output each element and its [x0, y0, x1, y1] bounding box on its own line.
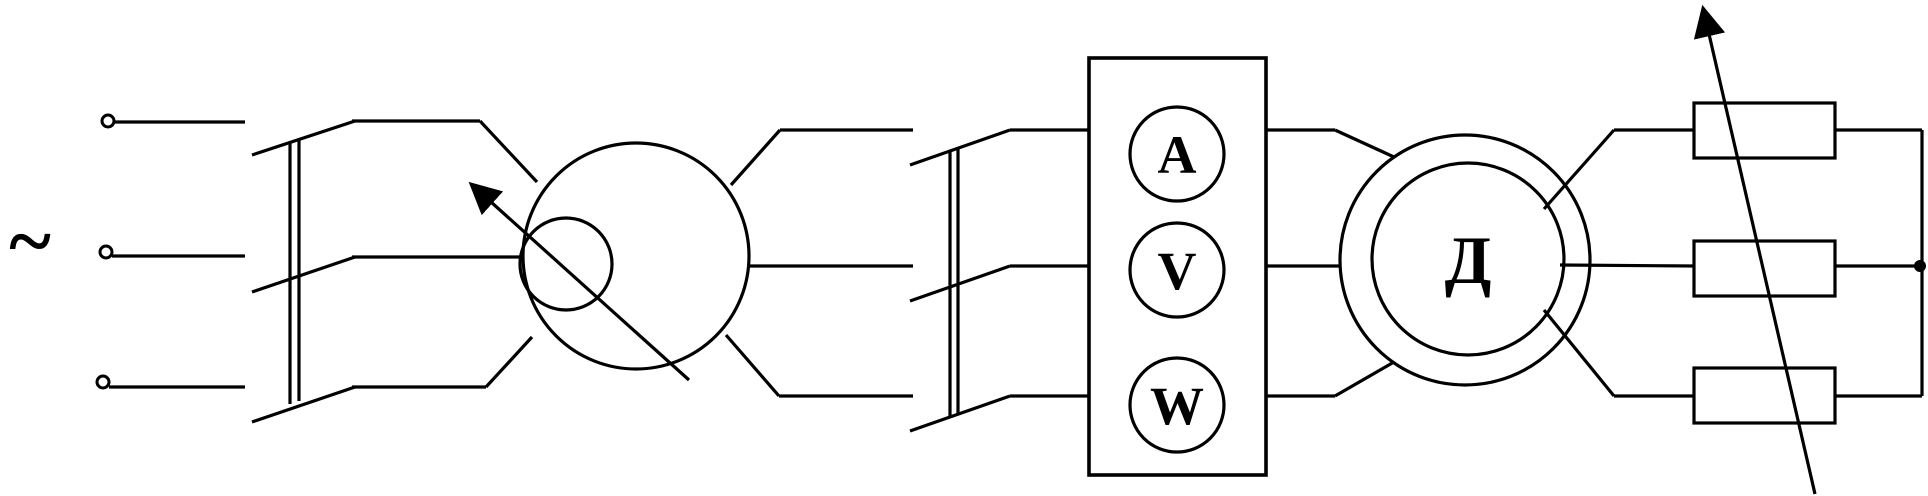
ammeter-label: A	[1158, 125, 1197, 185]
ac-supply-symbol: ~	[9, 198, 51, 286]
star-point	[1914, 260, 1926, 272]
resistor-2	[1692, 239, 1837, 298]
resistor-1	[1692, 101, 1837, 160]
ammeter: A	[1128, 105, 1226, 203]
input-terminal-1	[100, 113, 245, 129]
input-terminal-2	[98, 244, 245, 260]
motor-switch	[909, 128, 1089, 433]
motor-rotor	[1370, 161, 1566, 357]
motor: Д	[1334, 128, 1696, 398]
adjustment-arrow	[468, 181, 691, 382]
wattmeter-label: W	[1150, 376, 1204, 436]
input-terminal-3	[95, 374, 245, 390]
resistor-3	[1692, 366, 1837, 425]
meter-panel: A V W	[1087, 56, 1340, 477]
rheostat-arrow	[1693, 4, 1817, 495]
motor-label: Д	[1445, 222, 1492, 298]
motor-stator	[1338, 133, 1592, 387]
voltmeter: V	[1128, 221, 1226, 319]
input-switch	[251, 119, 520, 424]
ac-supply: ~	[9, 113, 245, 390]
wattmeter: W	[1128, 356, 1226, 454]
voltmeter-label: V	[1158, 241, 1197, 301]
autotransformer	[468, 119, 913, 398]
rotor-resistors	[1614, 4, 1926, 495]
autotransformer-outer-circle	[521, 141, 751, 371]
autotransformer-inner-circle	[518, 216, 614, 312]
